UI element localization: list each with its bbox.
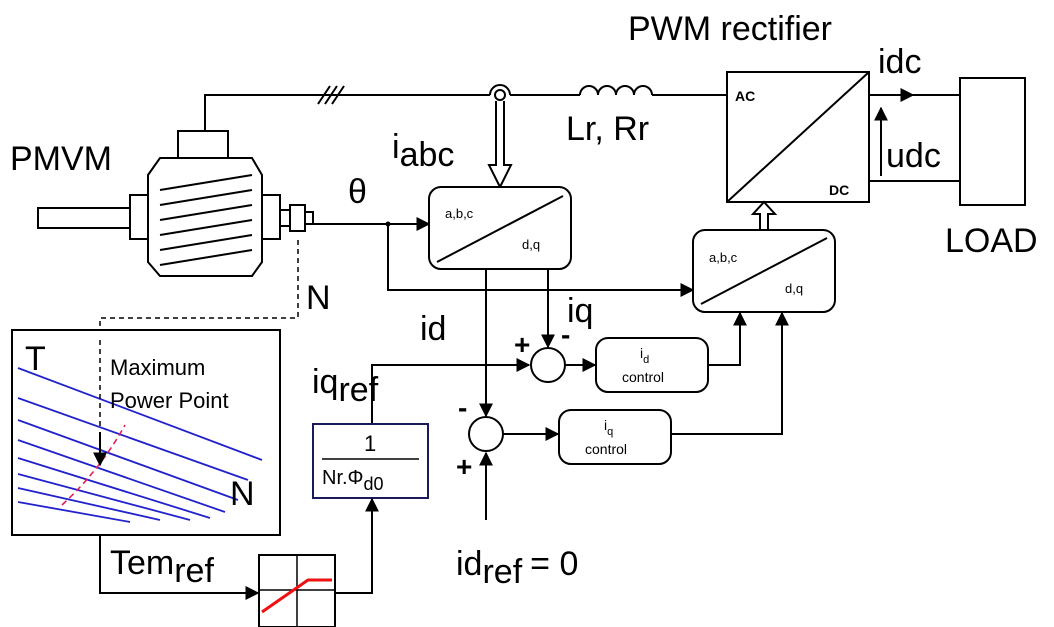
pwm-command-arrow bbox=[750, 200, 778, 230]
rectifier-ac-label: AC bbox=[735, 88, 755, 104]
lr-rr-label: Lr, Rr bbox=[566, 110, 649, 148]
load-label: LOAD bbox=[945, 222, 1038, 260]
torque-speed-curve-7 bbox=[17, 487, 161, 521]
load-block bbox=[959, 77, 1026, 206]
iq-label: iq bbox=[567, 292, 593, 330]
mpp-annotation-line1: Maximum bbox=[110, 355, 205, 380]
id-label: id bbox=[420, 310, 446, 348]
current-measurement-arrow bbox=[487, 101, 513, 190]
mpp-y-label: T bbox=[25, 340, 46, 378]
torque-limiter-block bbox=[258, 554, 336, 627]
park1-abc-label: a,b,c bbox=[445, 206, 474, 221]
power-line bbox=[204, 84, 727, 131]
pwm-rectifier-title: PWM rectifier bbox=[628, 10, 832, 48]
rectifier-dc-label: DC bbox=[829, 182, 849, 198]
park-transform-2 bbox=[692, 229, 836, 313]
gain-block bbox=[312, 423, 429, 499]
idc-label: idc bbox=[878, 43, 921, 81]
iq-summing-junction bbox=[530, 347, 566, 383]
iq-controller-block bbox=[558, 409, 672, 465]
udc-label: udc bbox=[886, 137, 941, 175]
id-minus-sign: - bbox=[458, 392, 467, 423]
gain-denominator: Nr.Φd0 bbox=[322, 467, 384, 494]
park-transform-1 bbox=[428, 186, 572, 270]
pmvm-machine bbox=[37, 130, 314, 277]
torque-speed-curve-2 bbox=[17, 397, 249, 481]
torque-speed-curve-6 bbox=[17, 473, 191, 521]
current-sensor-icon bbox=[494, 89, 506, 101]
mpp-annotation-line2: Power Point bbox=[110, 388, 229, 413]
torque-speed-curve-1 bbox=[17, 367, 263, 461]
mpp-chart bbox=[11, 329, 281, 536]
iabc-label: iabc bbox=[392, 128, 454, 174]
pwm-rectifier-block bbox=[726, 71, 870, 203]
tem-ref-label: Temref bbox=[110, 544, 214, 590]
torque-speed-curve-3 bbox=[17, 419, 239, 501]
id-control-label: control bbox=[622, 369, 664, 385]
park2-dq-label: d,q bbox=[785, 281, 803, 296]
torque-speed-curve-4 bbox=[17, 439, 226, 513]
iq-plus-sign: + bbox=[514, 329, 530, 360]
id-plus-sign: + bbox=[456, 451, 472, 482]
pmvm-label: PMVM bbox=[10, 140, 112, 178]
park2-abc-label: a,b,c bbox=[709, 250, 738, 265]
torque-speed-curves bbox=[17, 367, 263, 523]
torque-speed-curve-5 bbox=[17, 457, 211, 519]
torque-speed-curve-8 bbox=[17, 501, 131, 523]
id-ref-label: idref= 0 bbox=[456, 545, 578, 591]
gain-numerator: 1 bbox=[364, 431, 376, 456]
iq-control-label: control bbox=[585, 441, 627, 457]
iq-minus-sign: - bbox=[561, 319, 570, 350]
mpp-curve bbox=[61, 424, 126, 506]
id-control-symbol: id bbox=[640, 345, 649, 366]
iq-ref-label: iqref bbox=[312, 363, 379, 409]
speed-label: N bbox=[306, 279, 331, 317]
iq-control-symbol: iq bbox=[604, 417, 613, 438]
mpp-x-label: N bbox=[230, 475, 255, 513]
park1-dq-label: d,q bbox=[522, 237, 540, 252]
theta-label: θ bbox=[348, 173, 367, 211]
id-summing-junction bbox=[468, 416, 504, 452]
